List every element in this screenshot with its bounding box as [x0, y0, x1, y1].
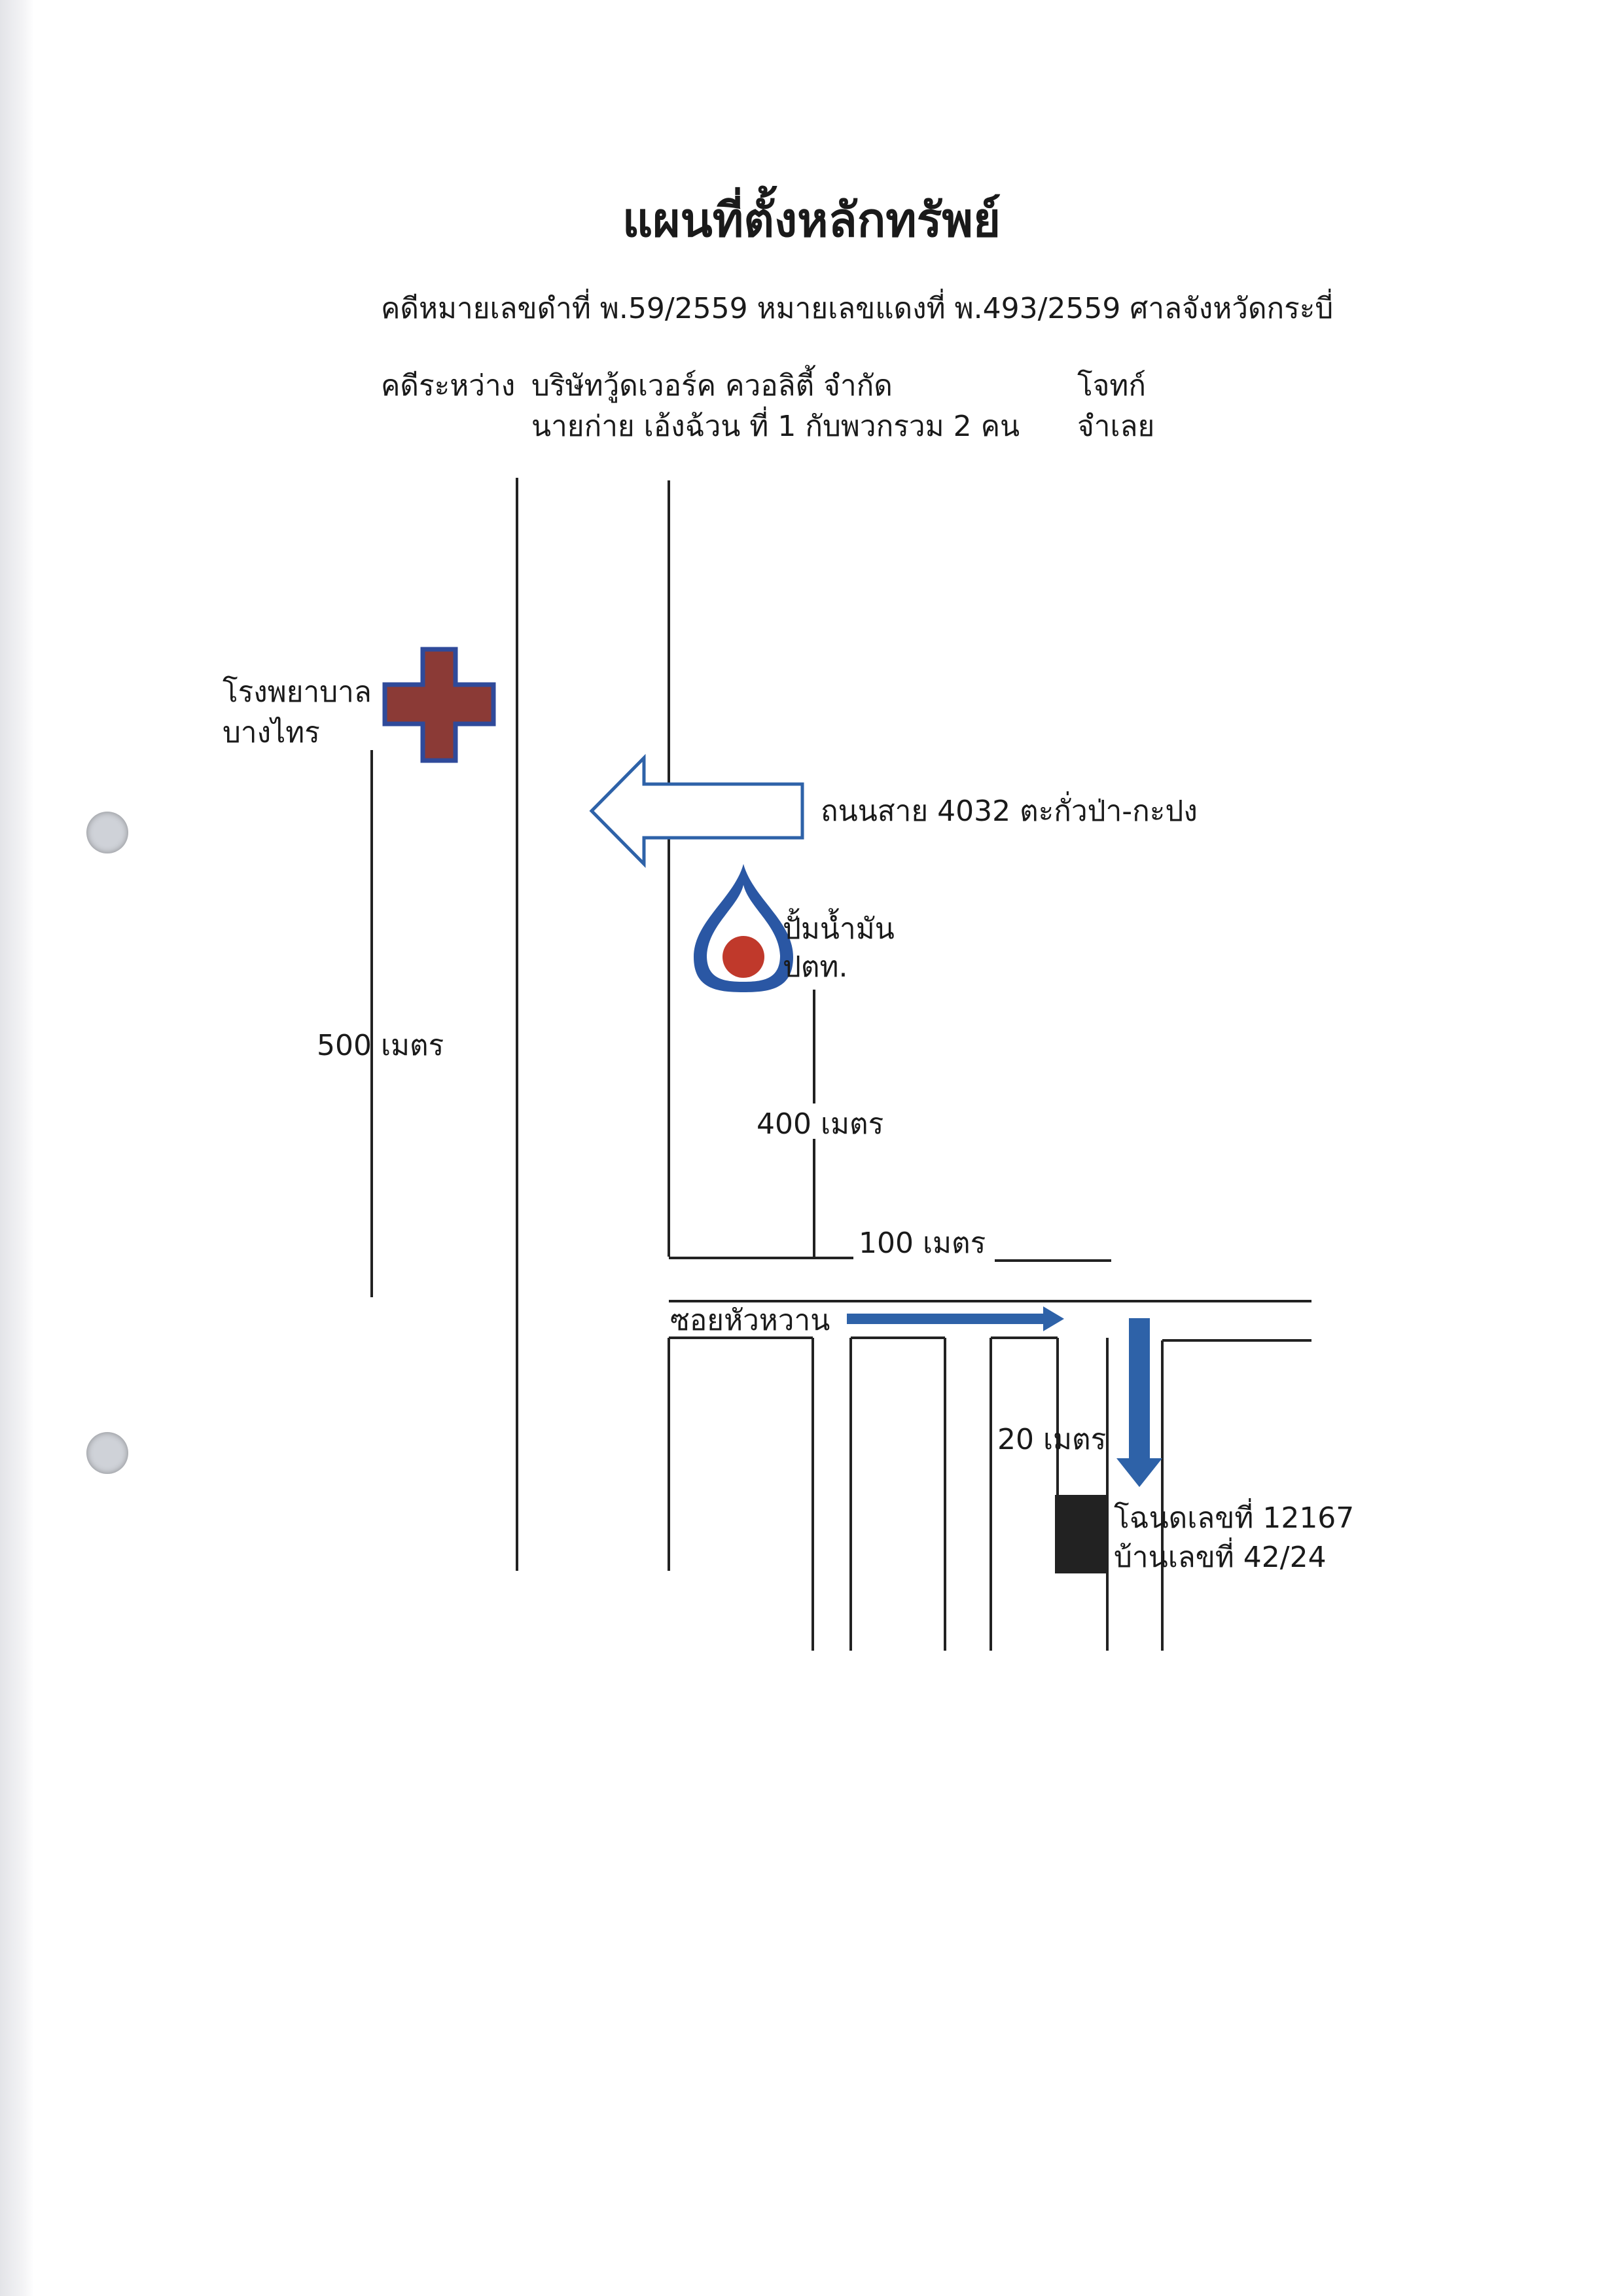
hospital-label-line1: โรงพยาบาล [223, 675, 372, 709]
page-title: แผนที่ตั้งหลักทรัพย์ [622, 192, 1001, 247]
punch-hole-bottom [86, 1432, 128, 1474]
distance-100m: 100 เมตร [859, 1227, 986, 1260]
case-number-line: คดีหมายเลขดำที่ พ.59/2559 หมายเลขแดงที่ … [381, 292, 1334, 325]
deed-number-label: โฉนดเลขที่ 12167 [1114, 1501, 1355, 1535]
plaintiff-name: บริษัทวู้ดเวอร์ค ควอลิตี้ จำกัด [531, 369, 893, 403]
distance-20m: 20 เมตร [997, 1423, 1107, 1456]
arrow-icon [589, 753, 804, 869]
gas-station-label-line2: ปตท. [783, 950, 848, 984]
parties-label: คดีระหว่าง [381, 369, 516, 403]
distance-400m: 400 เมตร [757, 1107, 884, 1141]
square-marker-icon [1055, 1495, 1107, 1573]
soi-arrow-icon [847, 1306, 1064, 1331]
page-left-edge [0, 0, 34, 2296]
down-arrow-icon [1116, 1318, 1162, 1487]
road-label: ถนนสาย 4032 ตะกั่วป่า-กะปง [821, 795, 1198, 828]
punch-hole-top [86, 812, 128, 853]
distance-500m: 500 เมตร [317, 1029, 444, 1062]
house-number-label: บ้านเลขที่ 42/24 [1114, 1541, 1327, 1574]
soi-label: ซอยหัวหวาน [670, 1304, 830, 1337]
red-cross-icon [382, 647, 496, 763]
map-lines [370, 478, 1311, 1651]
defendant-role: จำเลย [1077, 410, 1155, 443]
plaintiff-role: โจทก์ [1077, 369, 1147, 403]
gas-station-label-line1: ปั้มน้ำมัน [783, 912, 895, 946]
hospital-label-line2: บางไทร [223, 716, 320, 749]
ptt-drop-icon [694, 864, 793, 992]
defendant-name: นายก่าย เอ้งฉ้วน ที่ 1 กับพวกรวม 2 คน [531, 410, 1020, 443]
